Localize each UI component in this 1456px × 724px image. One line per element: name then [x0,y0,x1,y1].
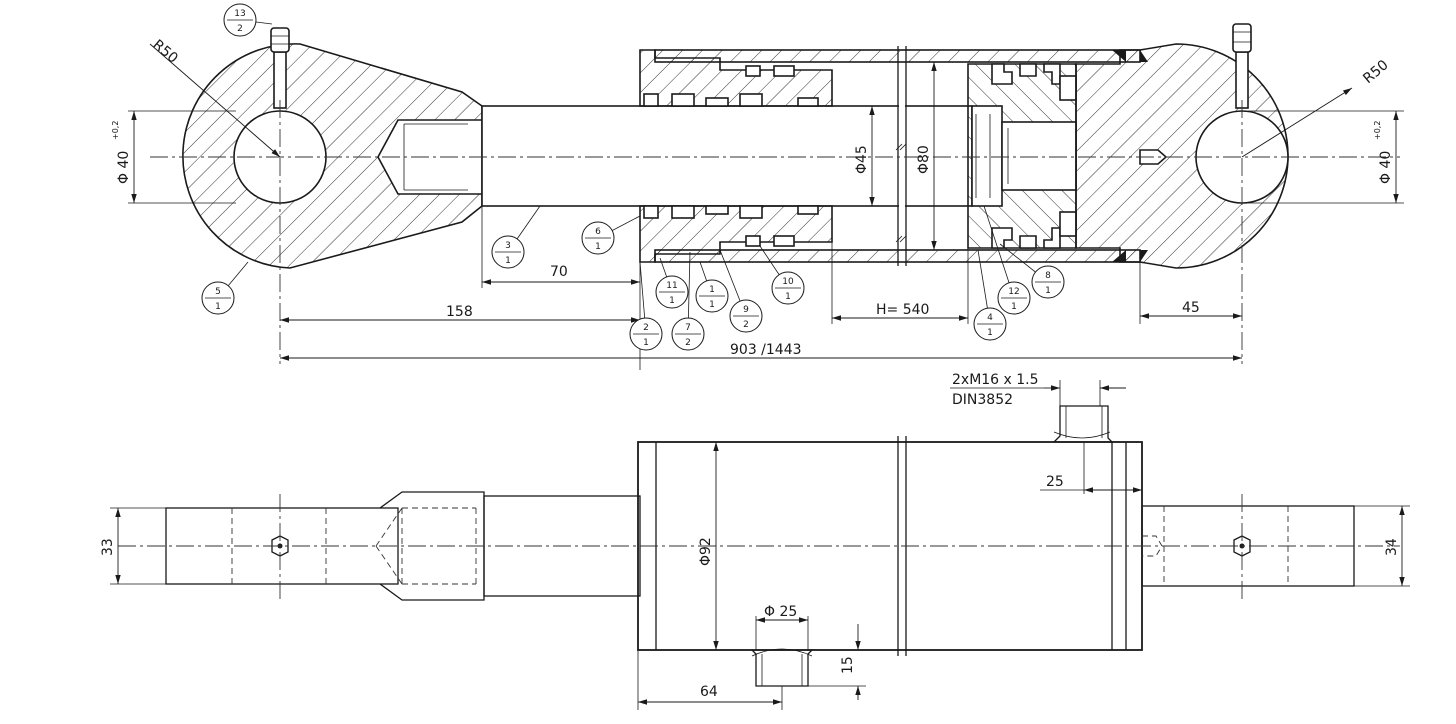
balloon-12: 12 1 [983,205,1031,315]
balloon-part-number: 2 [643,323,649,333]
balloon-part-number: 13 [234,9,245,19]
right-grease-nipple [1232,23,1252,109]
balloon-part-number: 1 [709,285,715,295]
weld-beads [1112,50,1148,262]
balloon-quantity: 1 [595,242,601,252]
balloon-9: 92 [719,249,763,333]
balloon-quantity: 1 [669,296,675,306]
dim-port-dia: Φ 25 [764,604,797,620]
bottom-exterior-view: 33 34 Φ92 2xM16 x 1.5 DIN3852 25 Φ 25 15 [100,372,1410,710]
left-grease-nipple [270,27,290,109]
break-marks-top [895,46,907,266]
port-bottom [750,649,814,687]
balloon-part-number: 11 [666,281,677,291]
dim-64: 64 [700,684,718,700]
dim-pin-dia-left: Φ 40 [116,151,132,184]
dim-pin-dia-right: Φ 40 [1378,151,1394,184]
balloon-11: 111 [655,257,689,309]
gland-seal-grooves [643,65,819,247]
dim-rod-dia: Φ45 [854,145,870,174]
balloon-2: 21 [629,261,663,351]
port-top [1052,405,1114,443]
thread-spec: 2xM16 x 1.5 [952,372,1039,388]
balloon-part-number: 7 [685,323,691,333]
balloon-part-number: 3 [505,241,511,251]
dim-158: 158 [446,304,473,320]
balloon-5: 51 [201,261,249,315]
balloon-10: 10 1 [759,245,805,305]
balloon-quantity: 1 [709,300,715,310]
dim-stroke: H= 540 [876,302,929,318]
left-eye-flat [165,507,399,585]
dim-bore-dia: Φ80 [916,145,932,174]
left-rod-eye [182,43,483,269]
balloon-quantity: 1 [643,338,649,348]
dim-r50-right: R50 [1360,57,1391,87]
dim-r50-left: R50 [149,37,180,67]
balloon-3: 31 [491,205,541,269]
right-end-cap-eye [1075,43,1289,269]
balloon-8: 81 [999,243,1065,299]
balloon-part-number: 8 [1045,271,1051,281]
balloon-part-number: 10 [782,277,794,287]
balloon-quantity: 1 [1011,302,1017,312]
balloon-part-number: 6 [595,227,601,237]
balloon-part-number: 5 [215,287,221,297]
balloon-quantity: 1 [987,328,993,338]
balloon-part-number: 4 [987,313,993,323]
balloon-quantity: 1 [505,256,511,266]
tol-pin-left: +0,2 [111,121,120,140]
dim-barrel-dia: Φ92 [698,537,714,566]
balloon-4: 41 [973,249,1007,341]
dim-34: 34 [1384,538,1400,556]
balloon-quantity: 1 [785,292,791,302]
balloon-quantity: 2 [237,24,243,34]
balloon-part-number: 12 [1008,287,1019,297]
dim-25-port: 25 [1046,474,1064,490]
balloon-6: 61 [581,215,641,255]
tol-pin-right: +0,2 [1373,121,1382,140]
dim-15: 15 [840,656,856,674]
balloon-quantity: 1 [1045,286,1051,296]
balloon-part-number: 9 [743,305,749,315]
balloon-quantity: 1 [215,302,221,312]
balloon-1: 11 [695,261,729,313]
dim-33: 33 [100,538,116,556]
dim-70: 70 [550,264,568,280]
dim-overall-length: 903 /1443 [730,342,802,358]
balloon-13: 13 2 [223,3,273,37]
balloon-quantity: 2 [743,320,749,330]
thread-standard: DIN3852 [952,392,1013,408]
dim-45-right: 45 [1182,300,1200,316]
top-section-view: R50 R50 Φ 40 +0,2 Φ 40 +0,2 Φ45 Φ80 70 1… [111,3,1404,370]
balloon-quantity: 2 [685,338,691,348]
balloon-7: 72 [671,251,705,351]
piston-rod-end [1001,121,1077,191]
